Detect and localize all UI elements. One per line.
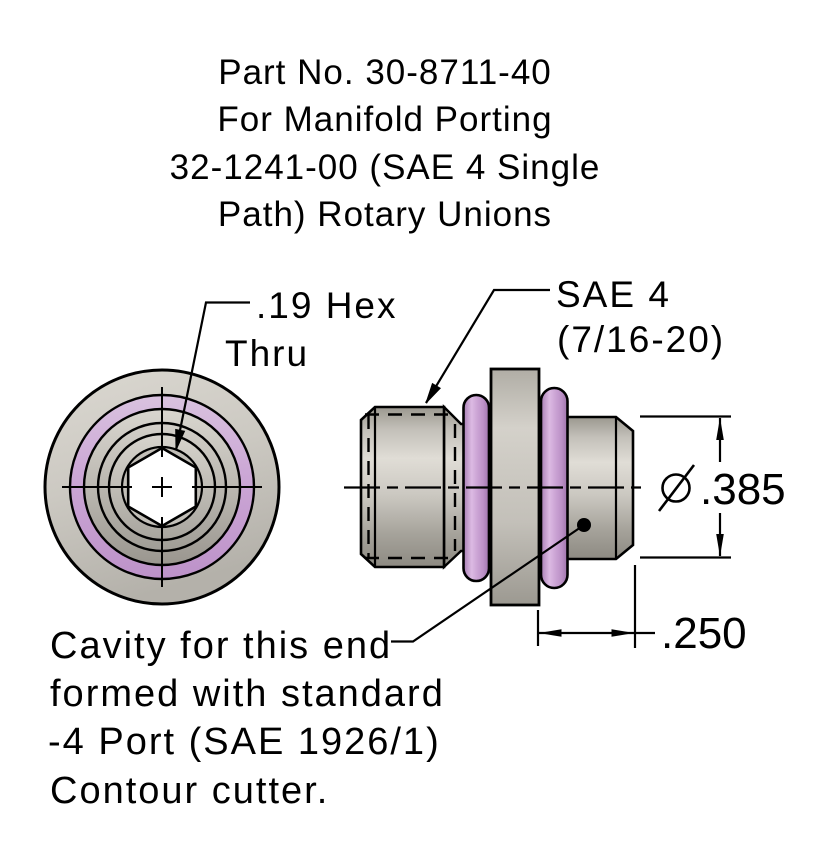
callout-hex: .19 Hex Thru <box>174 285 398 451</box>
title-block: Part No. 30-8711-40 For Manifold Porting… <box>170 53 601 234</box>
cavity-leader-dot-icon <box>577 518 591 532</box>
sae-label-line-2: (7/16-20) <box>557 319 725 360</box>
cavity-note-line-2: formed with standard <box>50 673 445 715</box>
front-centerlines <box>62 387 262 587</box>
sae-label-line-1: SAE 4 <box>556 274 671 315</box>
len-arrowhead-left-icon <box>539 629 562 637</box>
title-line-4: Path) Rotary Unions <box>218 195 552 234</box>
dimension-diameter: .385 <box>640 415 786 559</box>
side-view <box>344 367 641 607</box>
hex-leader-arrowhead-icon <box>175 428 186 451</box>
hex-label-line-2: Thru <box>225 333 309 374</box>
length-value: .250 <box>661 609 747 658</box>
cavity-leader-line <box>391 524 585 643</box>
len-arrowhead-right-icon <box>611 629 634 637</box>
diameter-symbol-icon <box>661 473 691 503</box>
cavity-note-line-4: Contour cutter. <box>50 770 329 812</box>
diameter-value: .385 <box>700 465 786 514</box>
title-line-2: For Manifold Porting <box>217 100 552 139</box>
sae-leader-arrowhead-icon <box>425 382 441 404</box>
front-view <box>43 368 281 606</box>
diameter-symbol-slash <box>657 464 696 512</box>
dimension-length: .250 <box>536 565 747 658</box>
cavity-note-line-1: Cavity for this end <box>50 625 392 667</box>
dia-arrowhead-down-icon <box>716 534 724 557</box>
dia-arrowhead-up-icon <box>716 417 724 440</box>
hex-label-line-1: .19 Hex <box>256 285 398 326</box>
cavity-note-line-3: -4 Port (SAE 1926/1) <box>48 721 441 763</box>
sae-leader-line <box>425 288 550 404</box>
hex-leader-line <box>174 301 250 451</box>
title-line-3: 32-1241-00 (SAE 4 Single <box>170 148 601 187</box>
callout-sae: SAE 4 (7/16-20) <box>425 274 725 404</box>
title-line-1: Part No. 30-8711-40 <box>218 53 552 92</box>
callout-cavity: Cavity for this end formed with standard… <box>48 518 591 812</box>
